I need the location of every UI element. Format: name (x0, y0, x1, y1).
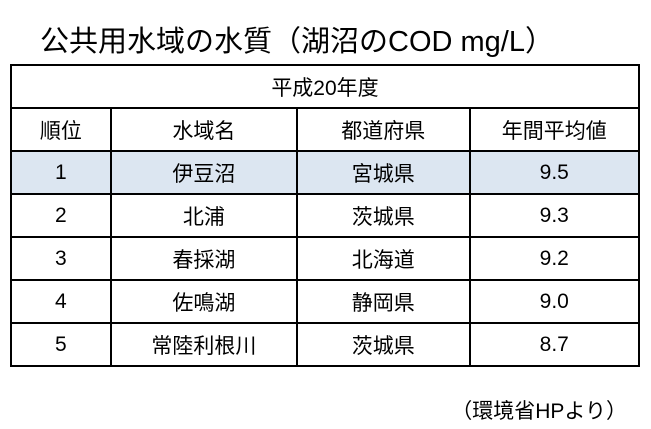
prefecture-cell: 静岡県 (296, 279, 471, 324)
page-title: 公共用水域の水質（湖沼のCOD mg/L） (40, 26, 554, 58)
water-body-cell: 伊豆沼 (109, 150, 299, 195)
table-caption: 平成20年度 (10, 64, 640, 109)
source-note: （環境省HPより） (451, 400, 627, 423)
value-cell: 9.2 (468, 236, 640, 281)
header-water-body: 水域名 (109, 107, 299, 152)
value-cell: 9.3 (468, 193, 640, 238)
header-annual-average: 年間平均値 (468, 107, 640, 152)
table-caption-row: 平成20年度 (10, 64, 640, 109)
water-body-cell: 春採湖 (109, 236, 299, 281)
table-header-row: 順位 水域名 都道府県 年間平均値 (10, 107, 640, 152)
value-cell: 9.5 (468, 150, 640, 195)
rank-cell: 2 (10, 193, 112, 238)
water-body-cell: 北浦 (109, 193, 299, 238)
rank-cell: 3 (10, 236, 112, 281)
cod-ranking-table: 平成20年度 順位 水域名 都道府県 年間平均値 1 伊豆沼 宮城県 9.5 2… (10, 64, 640, 367)
value-cell: 9.0 (468, 279, 640, 324)
table-row: 2 北浦 茨城県 9.3 (10, 193, 640, 238)
table-row: 3 春採湖 北海道 9.2 (10, 236, 640, 281)
water-body-cell: 佐鳴湖 (109, 279, 299, 324)
table-row: 1 伊豆沼 宮城県 9.5 (10, 150, 640, 195)
header-prefecture: 都道府県 (296, 107, 471, 152)
prefecture-cell: 宮城県 (296, 150, 471, 195)
value-cell: 8.7 (468, 322, 640, 367)
rank-cell: 1 (10, 150, 112, 195)
rank-cell: 5 (10, 322, 112, 367)
header-rank: 順位 (10, 107, 112, 152)
prefecture-cell: 北海道 (296, 236, 471, 281)
water-body-cell: 常陸利根川 (109, 322, 299, 367)
table-row: 4 佐鳴湖 静岡県 9.0 (10, 279, 640, 324)
prefecture-cell: 茨城県 (296, 322, 471, 367)
rank-cell: 4 (10, 279, 112, 324)
prefecture-cell: 茨城県 (296, 193, 471, 238)
table-row: 5 常陸利根川 茨城県 8.7 (10, 322, 640, 367)
